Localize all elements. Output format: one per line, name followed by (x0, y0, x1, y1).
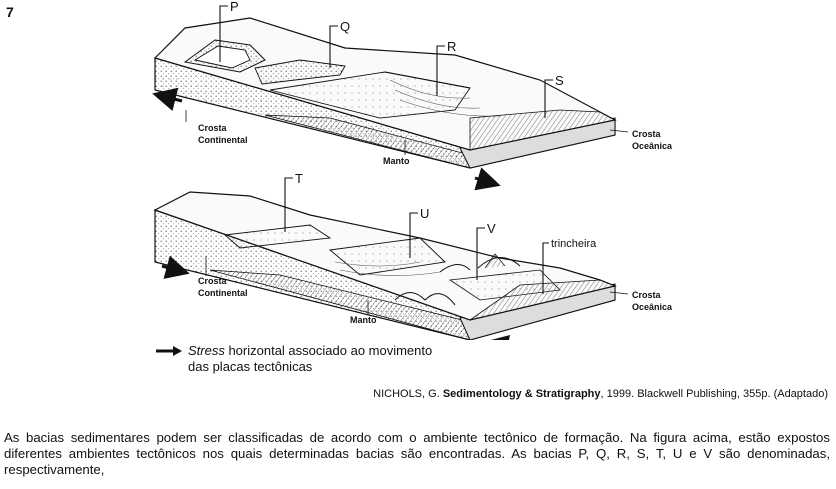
label-crust-oceanic-bottom-2: Oceânica (632, 302, 673, 312)
label-crust-oceanic-top-2: Oceânica (632, 141, 673, 151)
legend: Stress horizontal associado ao movimento… (156, 343, 432, 375)
citation-rest: , 1999. Blackwell Publishing, 355p. (Ada… (600, 388, 828, 400)
label-crust-oceanic-bottom-1: Crosta (632, 290, 662, 300)
legend-line-2: das placas tectônicas (188, 359, 313, 374)
question-paragraph: As bacias sedimentares podem ser classif… (4, 430, 830, 477)
bottom-block-diagram (153, 177, 629, 340)
citation-author: NICHOLS, G. (373, 388, 443, 400)
question-number: 7 (6, 4, 14, 20)
label-crust-continental-top-1: Crosta (198, 123, 228, 133)
label-mantle-top: Manto (383, 156, 410, 166)
label-trench: trincheira (551, 238, 597, 250)
label-T: T (295, 171, 303, 186)
label-crust-oceanic-top-1: Crosta (632, 129, 662, 139)
citation-title: Sedimentology & Stratigraphy (442, 388, 601, 400)
citation: NICHOLS, G. Sedimentology & Stratigraphy… (373, 388, 828, 400)
label-crust-continental-bottom-1: Crosta (198, 276, 228, 286)
legend-stress-word: Stress (188, 343, 225, 358)
arrow-right-icon (156, 346, 182, 356)
tectonic-figure: P Q R S Crosta Continental Manto Crosta … (152, 0, 673, 340)
label-P: P (230, 0, 239, 14)
label-crust-continental-bottom-2: Continental (198, 288, 248, 298)
label-crust-continental-top-2: Continental (198, 135, 248, 145)
label-S: S (555, 73, 564, 88)
label-mantle-bottom: Manto (350, 315, 377, 325)
legend-line-1: horizontal associado ao movimento (224, 343, 433, 358)
label-U: U (420, 206, 429, 221)
label-R: R (447, 39, 456, 54)
label-V: V (487, 221, 496, 236)
top-block-diagram (152, 5, 629, 191)
label-Q: Q (340, 19, 350, 34)
